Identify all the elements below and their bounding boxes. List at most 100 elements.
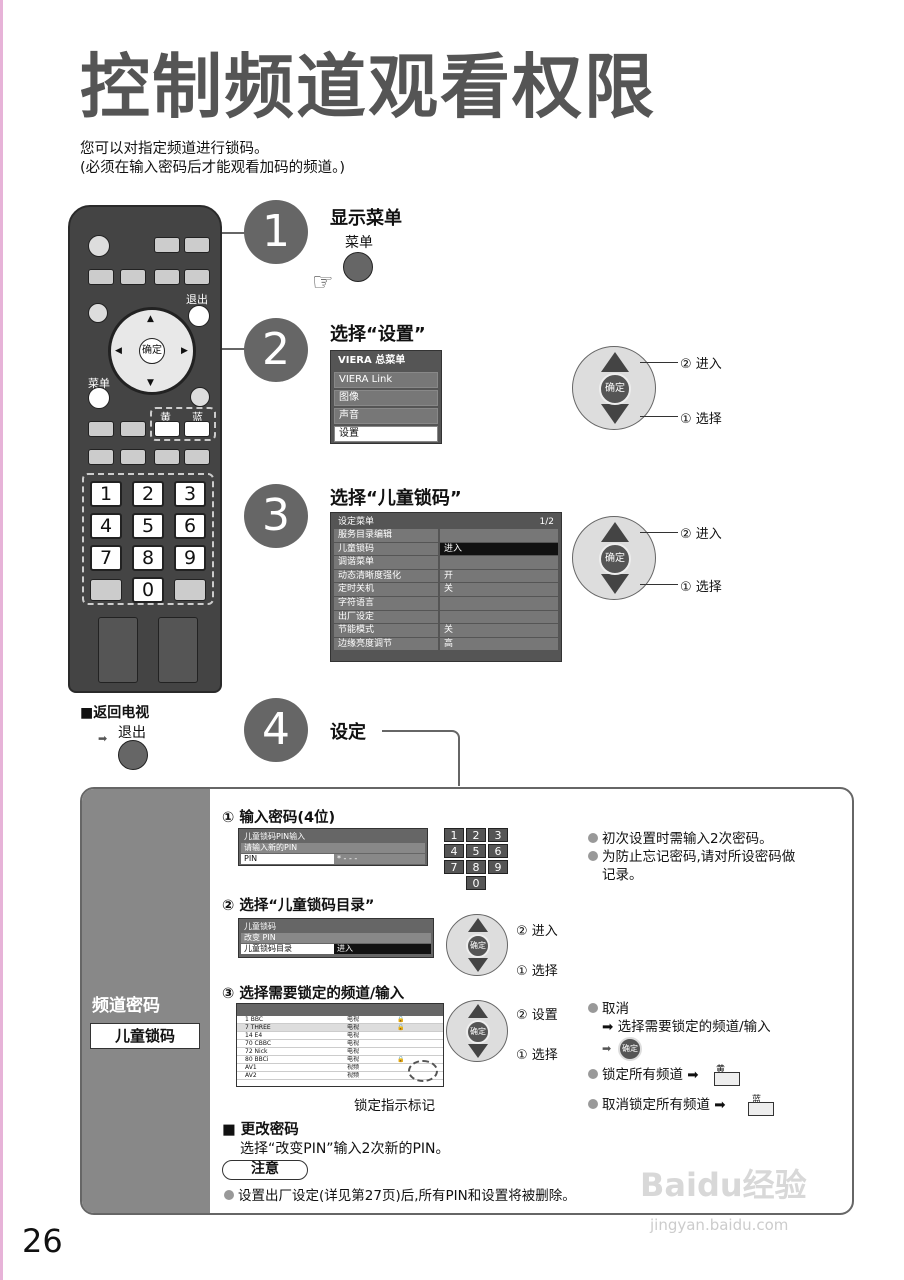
remote-button[interactable]	[184, 237, 210, 253]
key-7[interactable]: 7	[444, 860, 464, 874]
key-1[interactable]: 1	[444, 828, 464, 842]
remote-button[interactable]	[184, 449, 210, 465]
exit-button-icon[interactable]	[118, 740, 148, 770]
table-cell: AV1	[245, 1064, 257, 1071]
setup-menu-item[interactable]: 儿童锁码进入	[334, 542, 558, 556]
ok-button[interactable]: 确定	[466, 934, 490, 958]
menu-item-sound[interactable]: 声音	[334, 408, 438, 424]
menu-item-setup[interactable]: 设置	[334, 426, 438, 442]
table-cell: 电视	[347, 1048, 360, 1055]
menu-item-viera-link[interactable]: VIERA Link	[334, 372, 438, 388]
remote-button[interactable]	[88, 449, 114, 465]
num-key-2[interactable]: 2	[132, 481, 164, 507]
red-button[interactable]	[88, 421, 114, 437]
ok-button[interactable]: 确定	[139, 338, 165, 364]
select-label: ① 选择	[516, 1048, 558, 1063]
setup-menu-item[interactable]: 边缘亮度调节高	[334, 637, 558, 651]
remote-button[interactable]	[154, 449, 180, 465]
menu-item-child-lock-list[interactable]: 儿童锁码目录 进入	[241, 944, 431, 954]
nav-pad-small[interactable]: 确定	[446, 914, 508, 976]
channel-rocker[interactable]	[158, 617, 198, 683]
num-key-8[interactable]: 8	[132, 545, 164, 571]
remote-button[interactable]	[120, 269, 146, 285]
ok-button[interactable]: 确定	[466, 1020, 490, 1044]
lock-icon: 🔒	[397, 1024, 405, 1031]
bullet-icon	[588, 1003, 598, 1013]
num-key-6[interactable]: 6	[174, 513, 206, 539]
key-2[interactable]: 2	[466, 828, 486, 842]
key-6[interactable]: 6	[488, 844, 508, 858]
side-box: 儿童锁码	[90, 1023, 200, 1049]
ok-button[interactable]: 确定	[599, 543, 631, 575]
menu-label: 菜单	[88, 377, 110, 390]
panel-sidebar: 频道密码 儿童锁码	[82, 789, 210, 1213]
enter-label: ② 进入	[516, 924, 558, 939]
nav-pad[interactable]: 确定	[572, 346, 656, 430]
setup-menu-item[interactable]: 定时关机关	[334, 583, 558, 596]
ok-button[interactable]: 确定	[599, 373, 631, 405]
nav-pad[interactable]: 确定	[572, 516, 656, 600]
pin-box-row: 请输入新的PIN	[241, 843, 425, 853]
remote-button[interactable]	[90, 579, 122, 601]
setup-menu-item-label: 儿童锁码	[334, 542, 438, 556]
yellow-key-icon[interactable]	[714, 1072, 740, 1086]
pin-field[interactable]: * - - -	[334, 854, 425, 864]
num-key-5[interactable]: 5	[132, 513, 164, 539]
remote-button[interactable]	[154, 269, 180, 285]
setup-menu-item[interactable]: 节能模式关	[334, 624, 558, 637]
watermark-url: jingyan.baidu.com	[650, 1216, 789, 1234]
num-key-0[interactable]: 0	[132, 577, 164, 603]
setup-menu-item-label: 动态清晰度强化	[334, 569, 438, 583]
num-key-3[interactable]: 3	[174, 481, 206, 507]
power-button[interactable]	[88, 235, 110, 257]
arrow-down-icon: ▼	[147, 378, 154, 388]
menu-button-icon[interactable]	[343, 252, 373, 282]
remote-button[interactable]	[120, 449, 146, 465]
green-button[interactable]	[120, 421, 146, 437]
remote-button[interactable]	[154, 237, 180, 253]
setup-menu-item[interactable]: 服务目录编辑	[334, 529, 558, 542]
num-key-1[interactable]: 1	[90, 481, 122, 507]
menu-item-change-pin[interactable]: 改变 PIN	[241, 933, 431, 943]
setup-menu-item[interactable]: 动态清晰度强化开	[334, 569, 558, 583]
num-key-7[interactable]: 7	[90, 545, 122, 571]
menu-item-picture[interactable]: 图像	[334, 390, 438, 406]
yellow-button[interactable]	[154, 421, 180, 437]
blue-button[interactable]	[184, 421, 210, 437]
setup-menu-item[interactable]: 出厂设定	[334, 610, 558, 624]
setup-menu-item[interactable]: 字符语言	[334, 596, 558, 610]
menu-button[interactable]	[88, 387, 110, 409]
key-8[interactable]: 8	[466, 860, 486, 874]
key-4[interactable]: 4	[444, 844, 464, 858]
num-key-4[interactable]: 4	[90, 513, 122, 539]
key-9[interactable]: 9	[488, 860, 508, 874]
remote-button[interactable]	[88, 269, 114, 285]
remote-button[interactable]	[190, 387, 210, 407]
key-0[interactable]: 0	[466, 876, 486, 890]
exit-button[interactable]	[188, 305, 210, 327]
nav-pad-small[interactable]: 确定	[446, 1000, 508, 1062]
key-5[interactable]: 5	[466, 844, 486, 858]
remote-button[interactable]	[88, 303, 108, 323]
remote-button[interactable]	[184, 269, 210, 285]
setup-menu-item[interactable]: 调谐菜单	[334, 556, 558, 569]
blue-label: 蓝	[192, 411, 203, 424]
volume-rocker[interactable]	[98, 617, 138, 683]
num-key-9[interactable]: 9	[174, 545, 206, 571]
setup-menu: 设定菜单 1/2 服务目录编辑儿童锁码进入调谐菜单动态清晰度强化开定时关机关字符…	[330, 512, 562, 662]
key-3[interactable]: 3	[488, 828, 508, 842]
blue-key-icon[interactable]	[748, 1102, 774, 1116]
remote-button[interactable]	[174, 579, 206, 601]
lock-icon	[397, 1048, 443, 1055]
step-number-1: 1	[244, 200, 308, 264]
ok-button[interactable]: 确定	[618, 1037, 642, 1061]
dpad[interactable]: ▲ ▼ ◀ ▶ 确定	[108, 307, 196, 395]
